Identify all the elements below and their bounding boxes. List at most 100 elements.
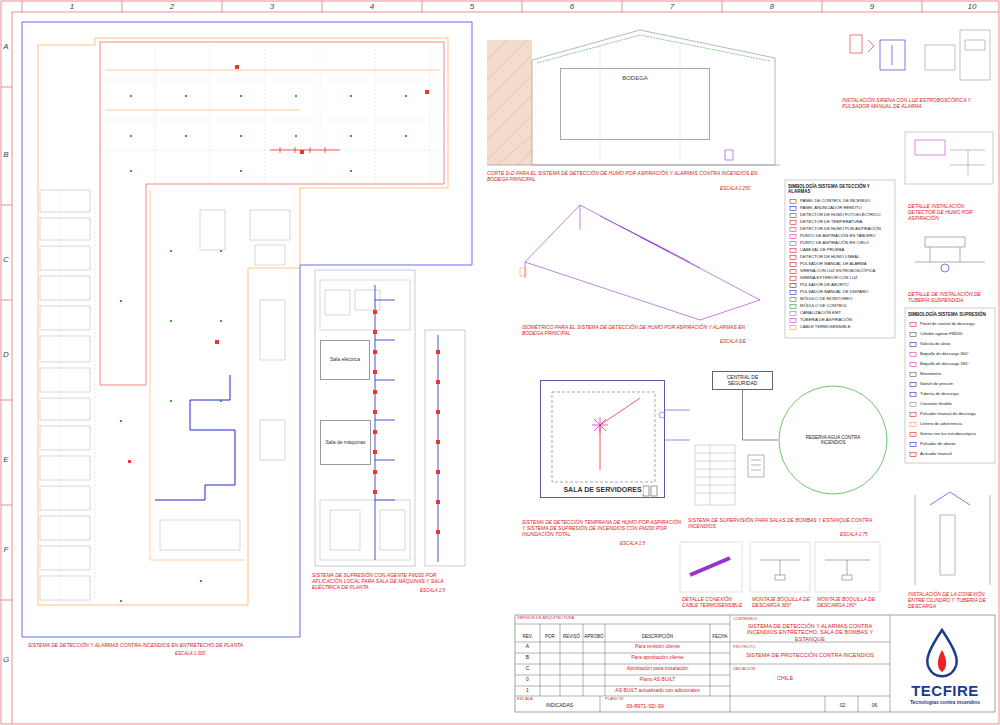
view-caption: INSTALACIÓN DE LA CONEXIÓN ENTRE CILINDR…	[908, 592, 993, 609]
revision-text: Plano AS BUILT	[605, 677, 710, 683]
legend-text: CANALIZACIÓN EMT	[800, 311, 841, 316]
detector-figure	[915, 140, 945, 155]
grid-reference: G	[1, 655, 11, 664]
legend-symbol	[910, 443, 916, 447]
aspiration-loop	[552, 392, 655, 482]
node-label: RESERVA AGUA CONTRA INCENDIOS	[797, 435, 869, 445]
field-name: PLANO N°	[605, 697, 645, 702]
grid-tick	[1, 1, 922, 600]
view-caption: ISOMÉTRICO PARA EL SISTEMA DE DETECCIÓN …	[522, 325, 757, 337]
legend-text: Cilindro agente FM200	[920, 332, 962, 337]
field-name: VERSIÓN DE ARQUITECTURA	[517, 616, 667, 621]
grid-reference: 4	[362, 2, 382, 11]
ceiling-zone	[100, 42, 444, 385]
legend-text: Letrero de advertencia	[920, 422, 962, 427]
legend-text: Actuador manual	[920, 452, 952, 457]
detail-frame	[680, 542, 742, 592]
field-name: UBICACIÓN	[733, 667, 773, 672]
legend-symbol	[790, 256, 796, 260]
company-logo: TECFIRE	[895, 682, 995, 699]
legend-symbol	[910, 403, 916, 407]
legend-symbols	[790, 200, 916, 457]
legend-symbol	[790, 249, 796, 253]
scale-note: ESCALA 1:5	[420, 588, 465, 593]
legend-text: PULSADOR MANUAL DE DISPARO	[800, 290, 868, 295]
table-header: APROBÓ	[583, 634, 605, 639]
node-label: BODEGA	[621, 75, 649, 82]
legend-symbol	[790, 284, 796, 288]
view-caption: CORTE D-D PARA EL SISTEMA DE DETECCIÓN D…	[487, 171, 777, 183]
grid-reference: B	[1, 150, 11, 159]
legend-text: PANEL ANUNCIADOR REMOTO	[800, 206, 862, 211]
table-cell: INDICADAS	[517, 703, 602, 709]
legend-symbol	[910, 373, 916, 377]
control-box: CENTRAL DE SEGURIDAD	[712, 371, 773, 390]
room-box: Sala eléctrica	[320, 340, 370, 380]
table-value: CHILE	[755, 675, 815, 681]
tank-outline	[779, 386, 887, 494]
hanger-figure	[915, 237, 985, 262]
table-value: SISTEMA DE PROTECCIÓN CONTRA INCENDIOS	[735, 652, 885, 658]
legend-symbol	[910, 353, 916, 357]
server-room: SALA DE SERVIDORES	[540, 380, 665, 498]
hatched-wall	[487, 40, 532, 165]
legend-text: SIRENA CON LUZ ESTROBOSCÓPICA	[800, 269, 875, 274]
grid-reference: 1	[62, 2, 82, 11]
legend-text: Válvula de alivio	[920, 342, 950, 347]
legend-text: Panel de control de descarga	[920, 322, 974, 327]
cylinder-figure	[915, 495, 990, 585]
revision-text: AS BUILT actualizado con adicionales	[605, 688, 710, 694]
column-line	[600, 45, 680, 165]
water-tank: RESERVA AGUA CONTRA INCENDIOS	[778, 385, 888, 495]
grid-reference: E	[1, 455, 11, 464]
legend-symbol	[910, 393, 916, 397]
table-header: REVISÓ	[560, 634, 583, 639]
room-outline	[425, 330, 465, 566]
table-header: REV.	[515, 634, 540, 639]
legend-frame	[905, 308, 995, 463]
legend-symbol	[910, 323, 916, 327]
scale-note: ESCALA S/E	[720, 339, 765, 344]
node-label: CENTRAL DE SEGURIDAD	[715, 375, 770, 387]
table-header: POR	[540, 634, 560, 639]
legend-text: PULSADOR MANUAL DE ALARMA	[800, 262, 867, 267]
legend-symbol	[790, 235, 796, 239]
field-name: CONTENIDO	[733, 617, 773, 622]
frame-line	[12, 12, 999, 724]
legend-text: CABEZAL DE PRUEBA	[800, 248, 844, 253]
table-value: 09-8971-SD-99	[605, 703, 685, 709]
node-label: Sala de máquinas	[324, 440, 366, 446]
logo-drop	[927, 630, 957, 676]
logo-tagline: Tecnologías contra incendios	[895, 700, 995, 706]
revision-text: Para aprobación cliente	[605, 655, 710, 661]
legend-symbol	[790, 291, 796, 295]
legend-text: Manómetro	[920, 372, 941, 377]
legend-symbol	[910, 453, 916, 457]
revision-text: Aprobación para instalación	[605, 666, 710, 672]
view-caption: SISTEMA DE DETECCIÓN TEMPRANA DE HUMO PO…	[522, 520, 682, 537]
connector-line	[743, 390, 779, 440]
field-name: ESCALA	[517, 697, 557, 702]
plan-outline	[22, 22, 472, 637]
legend-text: Boquilla de descarga 180°	[920, 362, 969, 367]
legend-symbol	[910, 363, 916, 367]
room-outline	[315, 270, 415, 566]
connection-figure	[930, 492, 970, 505]
detector-symbol	[120, 95, 407, 602]
monitor-panel	[748, 455, 764, 477]
legend-symbol	[910, 413, 916, 417]
device-figure	[850, 35, 874, 53]
table-value: SISTEMA DE DETECCIÓN Y ALARMAS CONTRA IN…	[735, 623, 885, 642]
scale-note: ESCALA 1:300	[175, 651, 235, 656]
pipe-section	[941, 264, 949, 272]
legend-text: DETECTOR DE HUMO FOTOELÉCTRICO	[800, 213, 881, 218]
alarm-symbol	[128, 65, 429, 463]
wire-line	[665, 410, 690, 440]
legend-text: PANEL DE CONTROL DE INCENDIO	[800, 199, 870, 204]
aspiration-detector	[725, 150, 733, 160]
legend-text: PUNTO DE ASPIRACIÓN EN TABLERO	[800, 234, 876, 239]
grid-reference: 5	[462, 2, 482, 11]
legend-symbol	[790, 207, 796, 211]
legend-text: Pulsador manual de descarga	[920, 412, 976, 417]
